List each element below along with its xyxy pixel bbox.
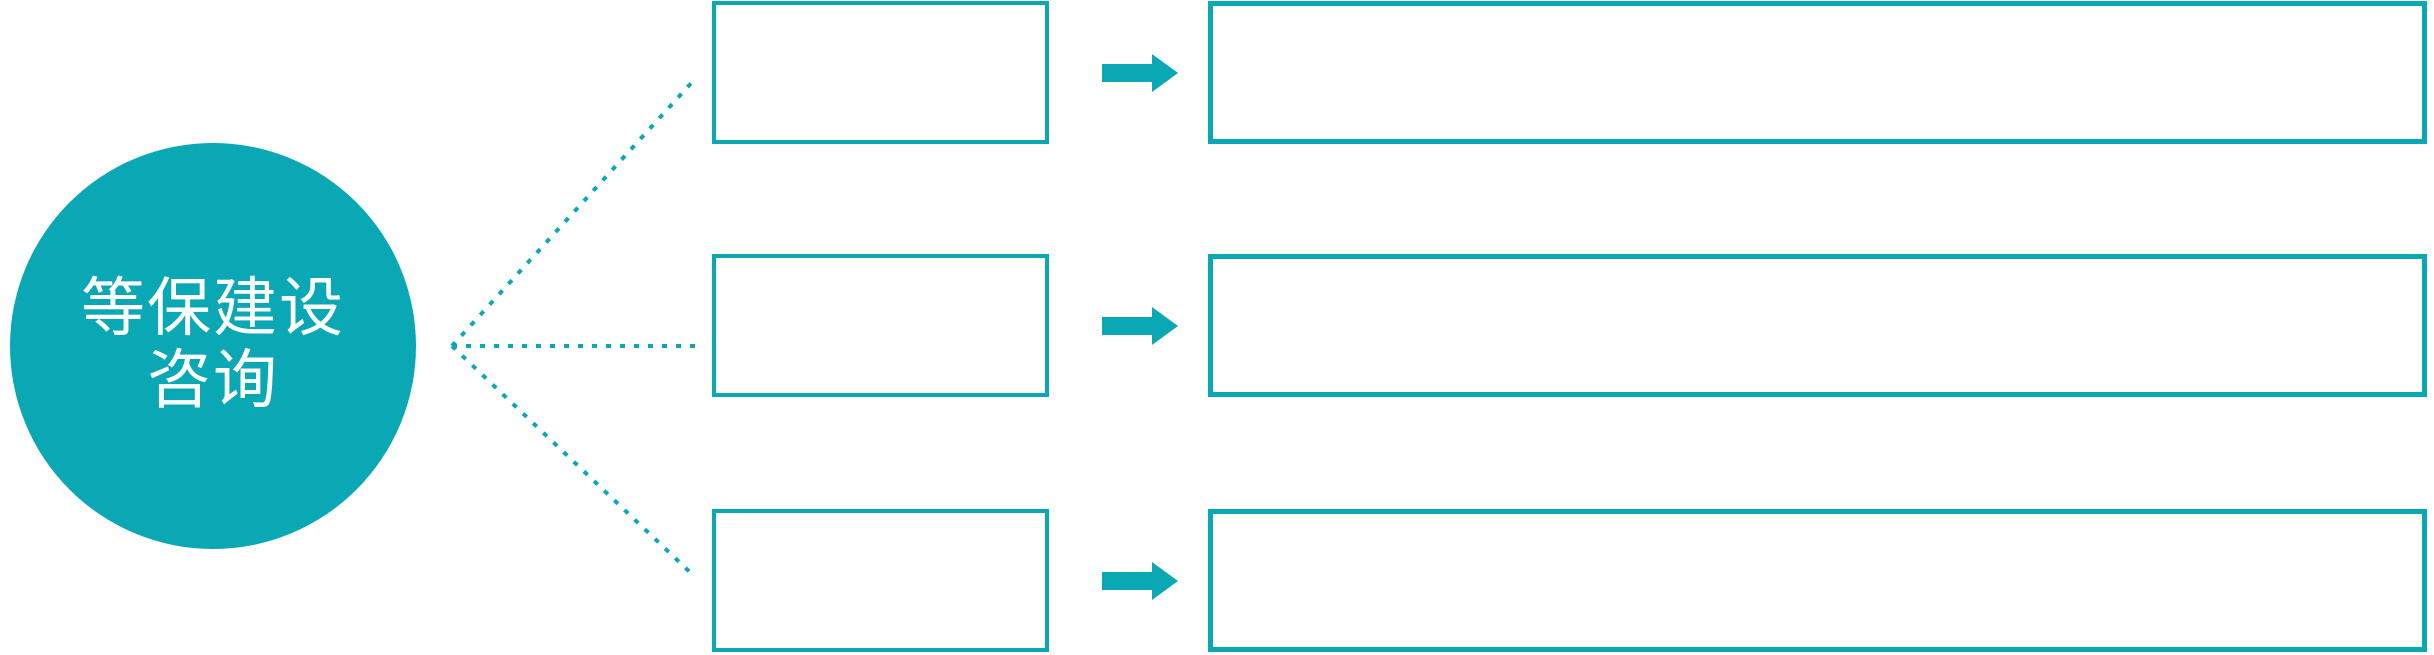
- detail-box-1: [1208, 1, 2427, 144]
- detail-box-3: [1208, 509, 2427, 652]
- center-node-label-line2: 咨询: [147, 344, 279, 418]
- center-node-label-line1: 等保建设: [81, 272, 345, 347]
- arrow-right-icon: [1102, 307, 1178, 345]
- step-box-1: [712, 1, 1049, 144]
- connector-line-top: [450, 78, 696, 348]
- step-box-3: [712, 509, 1049, 652]
- connector-line-bottom: [450, 344, 696, 578]
- arrow-right-icon: [1102, 54, 1178, 92]
- detail-box-2: [1208, 254, 2427, 397]
- step-box-2: [712, 254, 1049, 397]
- arrow-right-icon: [1102, 562, 1178, 600]
- center-node-circle: 等保建设 咨询: [10, 143, 416, 549]
